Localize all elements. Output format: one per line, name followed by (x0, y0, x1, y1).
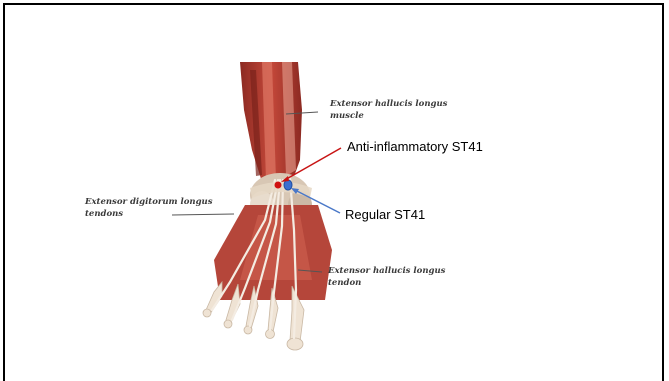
edl-tendons-label: Extensor digitorum longus tendons (85, 196, 213, 220)
ehl-muscle-label: Extensor hallucis longus muscle (330, 98, 447, 122)
regular-st41-label: Regular ST41 (345, 207, 425, 222)
leg-muscles (240, 62, 302, 182)
ehl-tendon-label: Extensor hallucis longus tendon (328, 265, 445, 289)
anti-inflammatory-st41-marker (275, 182, 282, 189)
anti-inflammatory-st41-label: Anti-inflammatory ST41 (347, 139, 483, 154)
foot-dorsum (214, 205, 332, 300)
regular-st41-marker (284, 180, 292, 190)
